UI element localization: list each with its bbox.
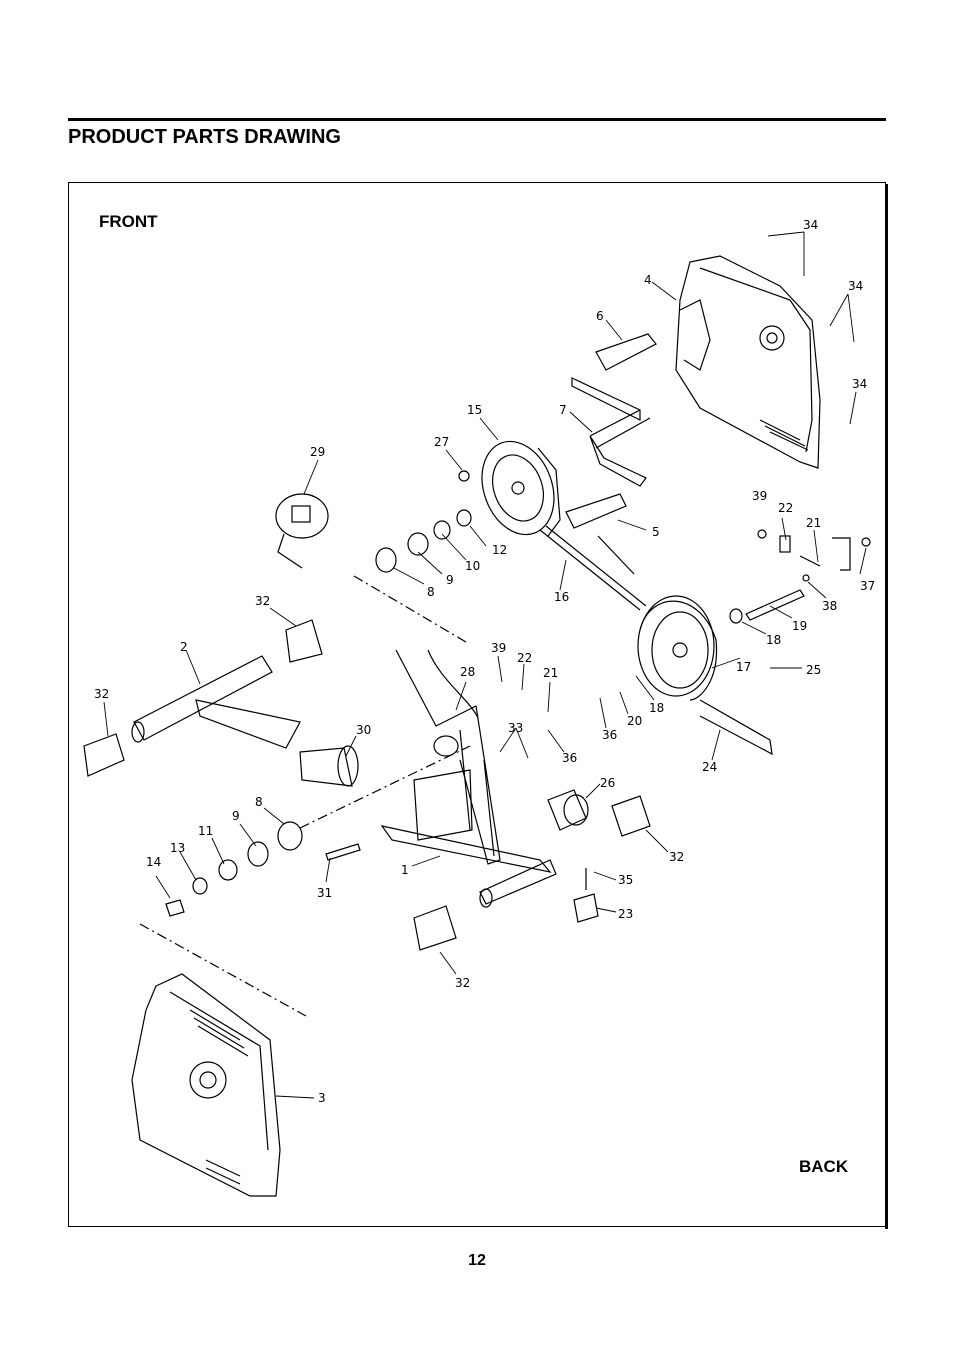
callout-numbers: 34 4 34 6 34 15 7 29 27 39 22 21 5 12 10…: [94, 218, 875, 1105]
page-title: PRODUCT PARTS DRAWING: [68, 126, 341, 148]
callout-24: 24: [702, 760, 717, 774]
leader-lines: [103, 231, 867, 1099]
callout-34: 34: [852, 377, 867, 391]
sensor: [275, 493, 329, 569]
assembly-lines: [139, 575, 471, 1017]
back-label: BACK: [799, 1157, 849, 1176]
callout-27: 27: [434, 435, 449, 449]
callout-8: 8: [255, 795, 263, 809]
drive-belt: [539, 525, 647, 611]
lower-bracket: [573, 868, 599, 923]
callout-13: 13: [170, 841, 185, 855]
callout-23: 23: [618, 907, 633, 921]
callout-9: 9: [232, 809, 240, 823]
callout-4: 4: [644, 273, 652, 287]
callout-21: 21: [543, 666, 558, 680]
page-number: 12: [468, 1252, 486, 1269]
callout-32: 32: [255, 594, 270, 608]
callout-20: 20: [627, 714, 642, 728]
callout-36: 36: [562, 751, 577, 765]
callout-21: 21: [806, 516, 821, 530]
callout-8: 8: [427, 585, 435, 599]
callout-19: 19: [792, 619, 807, 633]
callout-33: 33: [508, 721, 523, 735]
callout-9: 9: [446, 573, 454, 587]
callout-10: 10: [465, 559, 480, 573]
right-side-cover: [675, 255, 821, 469]
frame-shadow: [885, 184, 888, 1229]
bearing-stack-lower: [165, 821, 361, 917]
callout-39: 39: [752, 489, 767, 503]
header-rule: [68, 118, 886, 121]
callout-18: 18: [766, 633, 781, 647]
callout-7: 7: [559, 403, 567, 417]
callout-18: 18: [649, 701, 664, 715]
rear-caps: [413, 795, 651, 951]
callout-26: 26: [600, 776, 615, 790]
callout-16: 16: [554, 590, 569, 604]
pulley: [481, 440, 561, 537]
callout-5: 5: [652, 525, 660, 539]
callout-25: 25: [806, 663, 821, 677]
flywheel: [637, 595, 773, 756]
left-side-cover: [131, 973, 281, 1197]
callout-34: 34: [848, 279, 863, 293]
callout-31: 31: [317, 886, 332, 900]
front-label: FRONT: [99, 212, 158, 231]
callout-32: 32: [94, 687, 109, 701]
callout-17: 17: [736, 660, 751, 674]
callout-6: 6: [596, 309, 604, 323]
callout-12: 12: [492, 543, 507, 557]
main-frame: [380, 649, 557, 908]
callout-22: 22: [778, 501, 793, 515]
axle: [729, 589, 805, 624]
callout-32: 32: [669, 850, 684, 864]
callout-28: 28: [460, 665, 475, 679]
bushing: [299, 745, 359, 787]
callout-38: 38: [822, 599, 837, 613]
callout-15: 15: [467, 403, 482, 417]
callout-14: 14: [146, 855, 161, 869]
callout-37: 37: [860, 579, 875, 593]
callout-39: 39: [491, 641, 506, 655]
front-stabilizer: [83, 619, 323, 777]
callout-3: 3: [318, 1091, 326, 1105]
callout-34: 34: [803, 218, 818, 232]
crank-assembly: [565, 333, 657, 529]
callout-22: 22: [517, 651, 532, 665]
callout-32: 32: [455, 976, 470, 990]
callout-36: 36: [602, 728, 617, 742]
bearing-stack-upper: [375, 470, 472, 573]
callout-2: 2: [180, 640, 188, 654]
callout-1: 1: [401, 863, 409, 877]
upper-right-bracket: [757, 529, 871, 582]
tension-knob: [547, 789, 589, 831]
callout-35: 35: [618, 873, 633, 887]
callout-30: 30: [356, 723, 371, 737]
callout-11: 11: [198, 824, 213, 838]
callout-29: 29: [310, 445, 325, 459]
